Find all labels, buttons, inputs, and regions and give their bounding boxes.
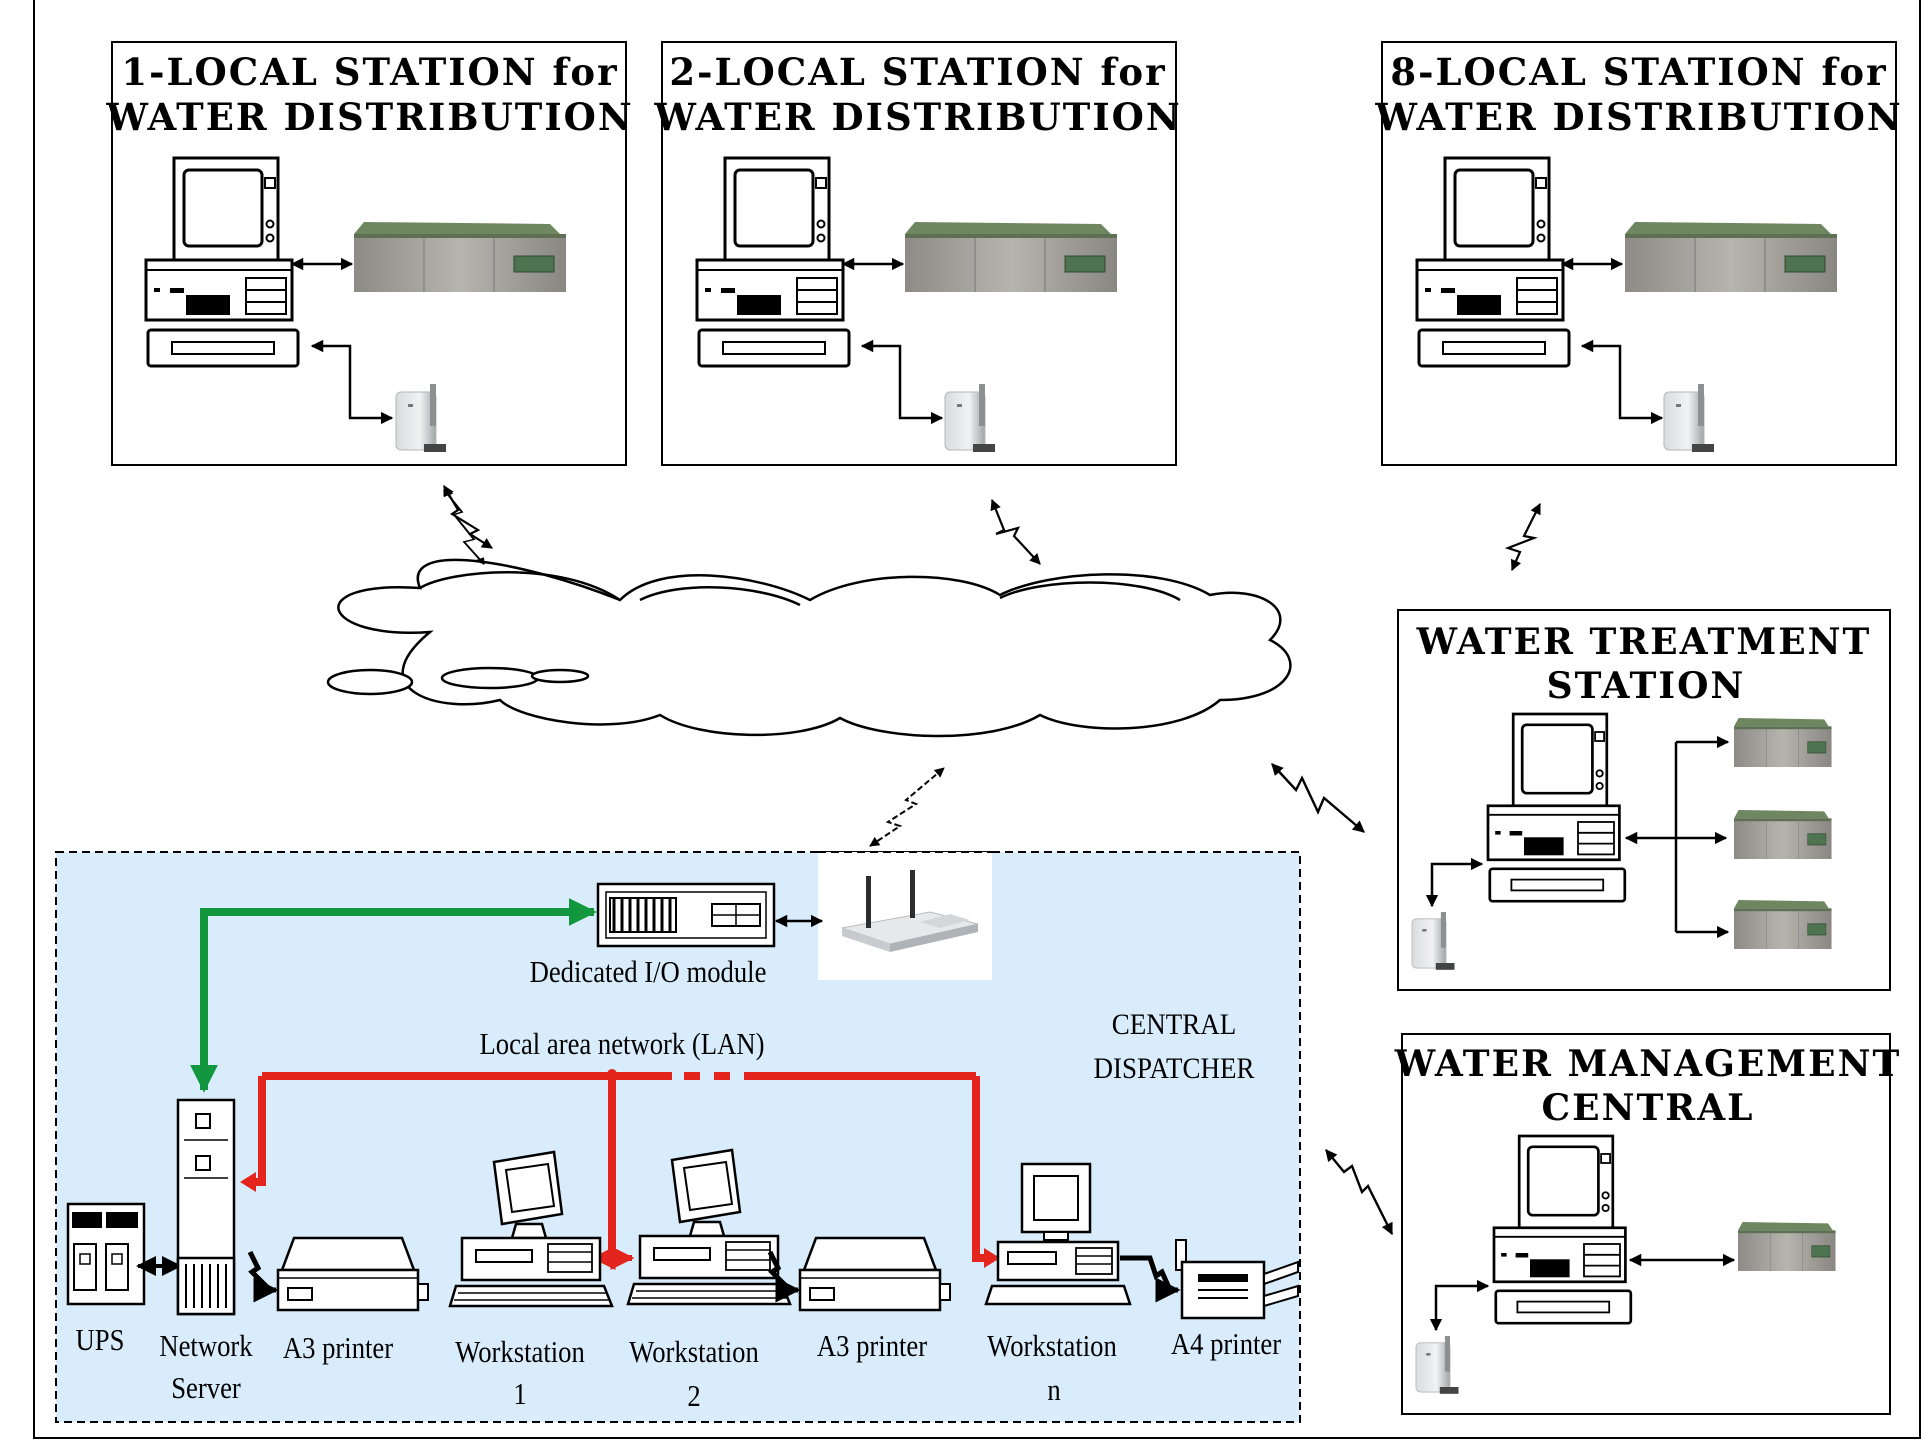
workstation-2-label-line2: 2 [687,1379,700,1413]
radio-link-icon [444,490,484,564]
local-station-1: 1-LOCAL STATION for WATER DISTRIBUTION [105,41,633,466]
radio-link-icon [1271,763,1365,833]
treatment-title-line1: WATER TREATMENT [1416,621,1872,663]
a4-printer-device [1175,1239,1299,1320]
connection-arrow [1425,857,1484,908]
lan-junction [607,1069,617,1079]
outer-frame [33,0,1921,1439]
connection-arrow [310,339,394,425]
workstation-1-label-line1: Workstation [455,1335,585,1369]
connection-arrow [247,1250,279,1303]
rtu-rack-icon [1733,717,1832,768]
water-management-central: WATER MANAGEMENT CENTRAL [1394,1033,1902,1415]
dispatcher-title-line1: CENTRAL [1112,1009,1236,1042]
radio-link-icon [990,498,1041,565]
local-station-2: 2-LOCAL STATION for WATER DISTRIBUTION [653,41,1181,466]
radio-link-icon [869,767,945,847]
a3-printer-2-label: A3 printer [817,1329,928,1363]
server-label-line2: Server [171,1371,241,1405]
treatment-title-line2: STATION [1547,665,1746,707]
wireless-access-point-icon [841,870,979,952]
rtu-rack-icon [904,221,1118,293]
rtu-rack-icon [353,221,567,293]
management-title-line2: CENTRAL [1542,1087,1755,1129]
workstation-n-label-line1: Workstation [987,1329,1117,1363]
a4-printer-label: A4 printer [1171,1327,1282,1361]
workstation-n-label-line2: n [1047,1373,1061,1407]
cloud-outline [639,586,801,607]
connection-arrow [767,1250,801,1303]
local-station-2-title-line1: 2-LOCAL STATION for [669,50,1166,94]
lan-label: Local area network (LAN) [480,1027,765,1061]
dispatcher-title-line2: DISPATCHER [1094,1053,1255,1086]
workstation-2-label-line1: Workstation [629,1335,759,1369]
connection-arrow [1580,339,1664,425]
io-module-device [596,882,776,948]
water-treatment-station: WATER TREATMENT STATION [1397,609,1891,991]
management-title-line1: WATER MANAGEMENT [1394,1043,1902,1085]
a3-printer-1-label: A3 printer [283,1331,394,1365]
printer-icon [798,1236,952,1312]
radio-link-icon [1504,503,1541,572]
cloud-outline [999,581,1181,602]
workstation-1-label-line2: 1 [513,1377,526,1411]
connection-arrow [860,339,944,425]
rtu-rack-icon [1733,809,1832,860]
local-station-8-title-line1: 8-LOCAL STATION for [1390,50,1887,94]
central-dispatcher: CENTRAL DISPATCHER Dedicated I/O module [55,851,1301,1423]
ups-label: UPS [76,1323,125,1357]
connection-arrow [1120,1255,1181,1303]
connection-arrow [1429,1279,1490,1332]
local-station-1-title-line1: 1-LOCAL STATION for [121,50,618,94]
workstation-n-device [984,1162,1132,1306]
local-station-8-title-line2: WATER DISTRIBUTION [1374,95,1902,139]
network-server-device [176,1098,236,1316]
local-station-2-title-line2: WATER DISTRIBUTION [653,95,1181,139]
rtu-rack-icon [1624,221,1838,293]
io-data-line [190,898,597,1093]
local-station-8: 8-LOCAL STATION for WATER DISTRIBUTION [1374,41,1902,466]
printer-icon [276,1236,430,1312]
radio-link-icon [443,485,493,549]
local-station-1-title-line2: WATER DISTRIBUTION [105,95,633,139]
io-module-label: Dedicated I/O module [530,955,767,989]
ups-device [66,1202,146,1306]
rtu-rack-icon [1737,1221,1836,1272]
lan-arrow-server [240,1172,256,1192]
lan-arrow-wsn [984,1248,1000,1268]
radio-link-icon [1325,1149,1394,1236]
server-label-line1: Network [159,1329,253,1363]
network-cloud [326,558,1292,738]
rtu-rack-icon [1733,899,1832,950]
